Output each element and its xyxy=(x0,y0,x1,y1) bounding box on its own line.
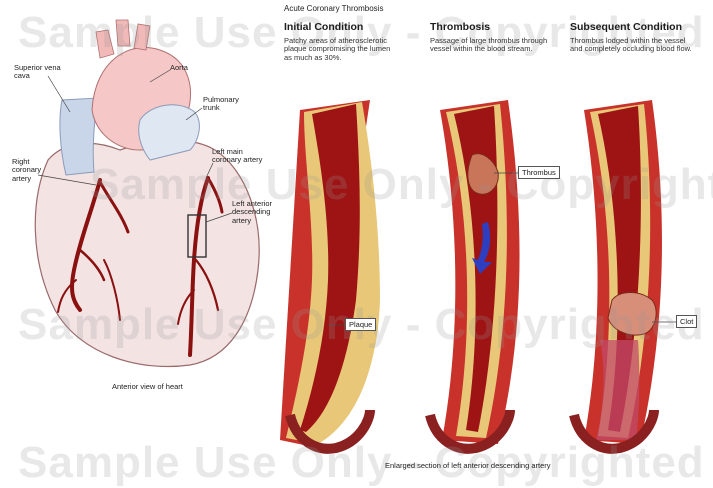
callout-plaque: Plaque xyxy=(345,318,376,331)
panel-heading-1: Initial Condition xyxy=(284,22,363,34)
watermark-middle: Sample Use Only - Copyrighted xyxy=(90,160,713,210)
heart-caption: Anterior view of heart xyxy=(112,383,183,391)
illustration: Sample Use Only - Copyrighted Sample Use… xyxy=(0,0,713,474)
callout-clot: Clot xyxy=(676,315,697,328)
panel-desc-2: Passage of large thrombus through vessel… xyxy=(430,37,548,54)
bottom-caption: Enlarged section of left anterior descen… xyxy=(385,462,551,470)
artery-panel-2 xyxy=(430,100,520,449)
label-pulmonary-trunk: Pulmonary trunk xyxy=(203,96,253,113)
artery-panel-1 xyxy=(280,100,380,449)
panel-desc-1: Patchy areas of atherosclerotic plaque c… xyxy=(284,37,400,62)
watermark-bottom: Sample Use Only - Copyrighted xyxy=(18,438,705,488)
page-title: Acute Coronary Thrombosis xyxy=(284,5,383,14)
label-lad: Left anterior descending artery xyxy=(232,200,288,225)
label-left-main-coronary: Left main coronary artery xyxy=(212,148,264,165)
label-superior-vena-cava: Superior vena cava xyxy=(14,64,66,81)
panel-heading-2: Thrombosis xyxy=(430,22,490,34)
callout-thrombus: Thrombus xyxy=(518,166,560,179)
heart-illustration xyxy=(0,0,713,474)
panel-heading-3: Subsequent Condition xyxy=(570,22,682,34)
label-aorta: Aorta xyxy=(170,64,188,72)
panel-desc-3: Thrombus lodged within the vessel and co… xyxy=(570,37,698,54)
artery-panel-3 xyxy=(574,100,662,449)
label-right-coronary-artery: Right coronary artery xyxy=(12,158,52,183)
